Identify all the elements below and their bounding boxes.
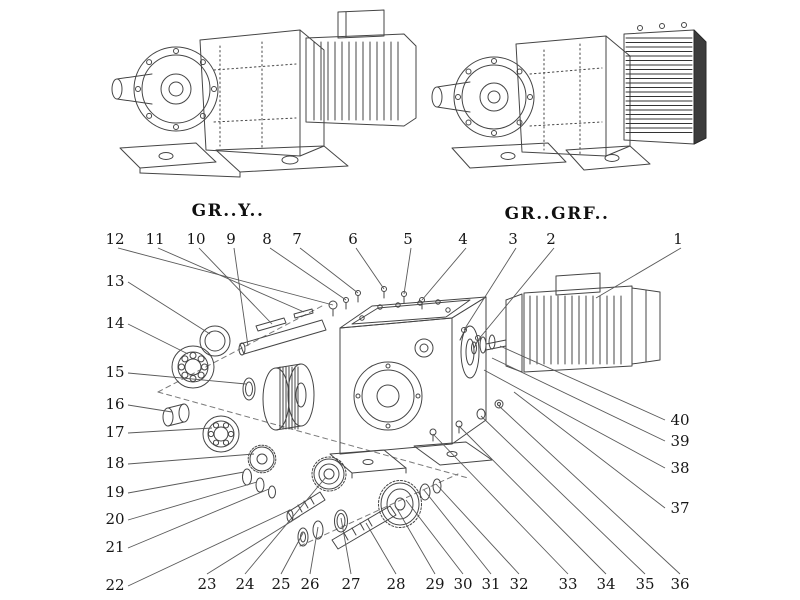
- adapter-fins: [625, 37, 693, 133]
- callout-number-17: 17: [105, 423, 125, 441]
- callout-number-33: 33: [558, 575, 578, 593]
- callout-number-34: 34: [596, 575, 616, 593]
- callout-number-11: 11: [145, 230, 165, 248]
- callout-number-25: 25: [271, 575, 291, 593]
- callout-number-16: 16: [105, 395, 125, 413]
- intermediate-gear-parts: [242, 444, 347, 523]
- gear-teeth-hatch: [279, 366, 299, 430]
- callout-number-28: 28: [386, 575, 406, 593]
- callout-number-14: 14: [105, 314, 125, 332]
- callout-number-2: 2: [546, 230, 556, 248]
- plugs-and-fasteners: [429, 399, 504, 442]
- callout-number-26: 26: [300, 575, 320, 593]
- large-gear: [262, 363, 315, 431]
- callout-number-6: 6: [348, 230, 358, 248]
- callout-number-9: 9: [226, 230, 236, 248]
- bearings-and-seals: [162, 325, 256, 453]
- callout-number-39: 39: [670, 432, 690, 450]
- callout-number-31: 31: [481, 575, 501, 593]
- callout-number-15: 15: [105, 363, 125, 381]
- callout-number-30: 30: [453, 575, 473, 593]
- callout-number-4: 4: [458, 230, 468, 248]
- front-bolt-circle: [135, 48, 217, 130]
- bore-bolt-holes: [355, 363, 421, 429]
- callout-number-32: 32: [509, 575, 529, 593]
- callout-number-8: 8: [262, 230, 272, 248]
- callout-number-22: 22: [105, 576, 125, 594]
- callout-number-23: 23: [197, 575, 217, 593]
- callout-number-13: 13: [105, 272, 125, 290]
- callout-number-36: 36: [670, 575, 690, 593]
- callout-number-37: 37: [670, 499, 690, 517]
- motor-drawing: [459, 272, 661, 373]
- callout-number-20: 20: [105, 510, 125, 528]
- leader-lines: [117, 247, 682, 587]
- motor-cooling-fins: [313, 41, 399, 121]
- bearing-balls: [178, 352, 208, 382]
- callout-number-1: 1: [673, 230, 683, 248]
- callout-number-40: 40: [670, 411, 690, 429]
- callout-number-35: 35: [635, 575, 655, 593]
- callout-number-10: 10: [186, 230, 206, 248]
- callout-number-18: 18: [105, 454, 125, 472]
- bearing-balls: [207, 422, 235, 446]
- title-gr-grf: GR..GRF..: [504, 204, 610, 224]
- callout-number-7: 7: [292, 230, 302, 248]
- callout-number-3: 3: [508, 230, 518, 248]
- exploded-assembly-drawing: [157, 272, 661, 550]
- callout-number-21: 21: [105, 538, 125, 556]
- cover-bolts: [343, 286, 425, 310]
- callout-number-5: 5: [403, 230, 413, 248]
- motor-fins: [529, 295, 622, 365]
- front-bolt-circle: [455, 58, 533, 136]
- callout-number-12: 12: [105, 230, 125, 248]
- title-gr-y: GR..Y..: [191, 201, 265, 221]
- gear-housing: [329, 286, 493, 479]
- callout-number-24: 24: [235, 575, 255, 593]
- input-shaft-parts: [238, 300, 338, 356]
- gearmotor-y-view-drawing: [111, 9, 417, 178]
- callout-number-27: 27: [341, 575, 361, 593]
- callout-number-19: 19: [105, 483, 125, 501]
- callout-number-29: 29: [425, 575, 445, 593]
- callout-number-38: 38: [670, 459, 690, 477]
- gearmotor-grf-view-drawing: [431, 22, 707, 171]
